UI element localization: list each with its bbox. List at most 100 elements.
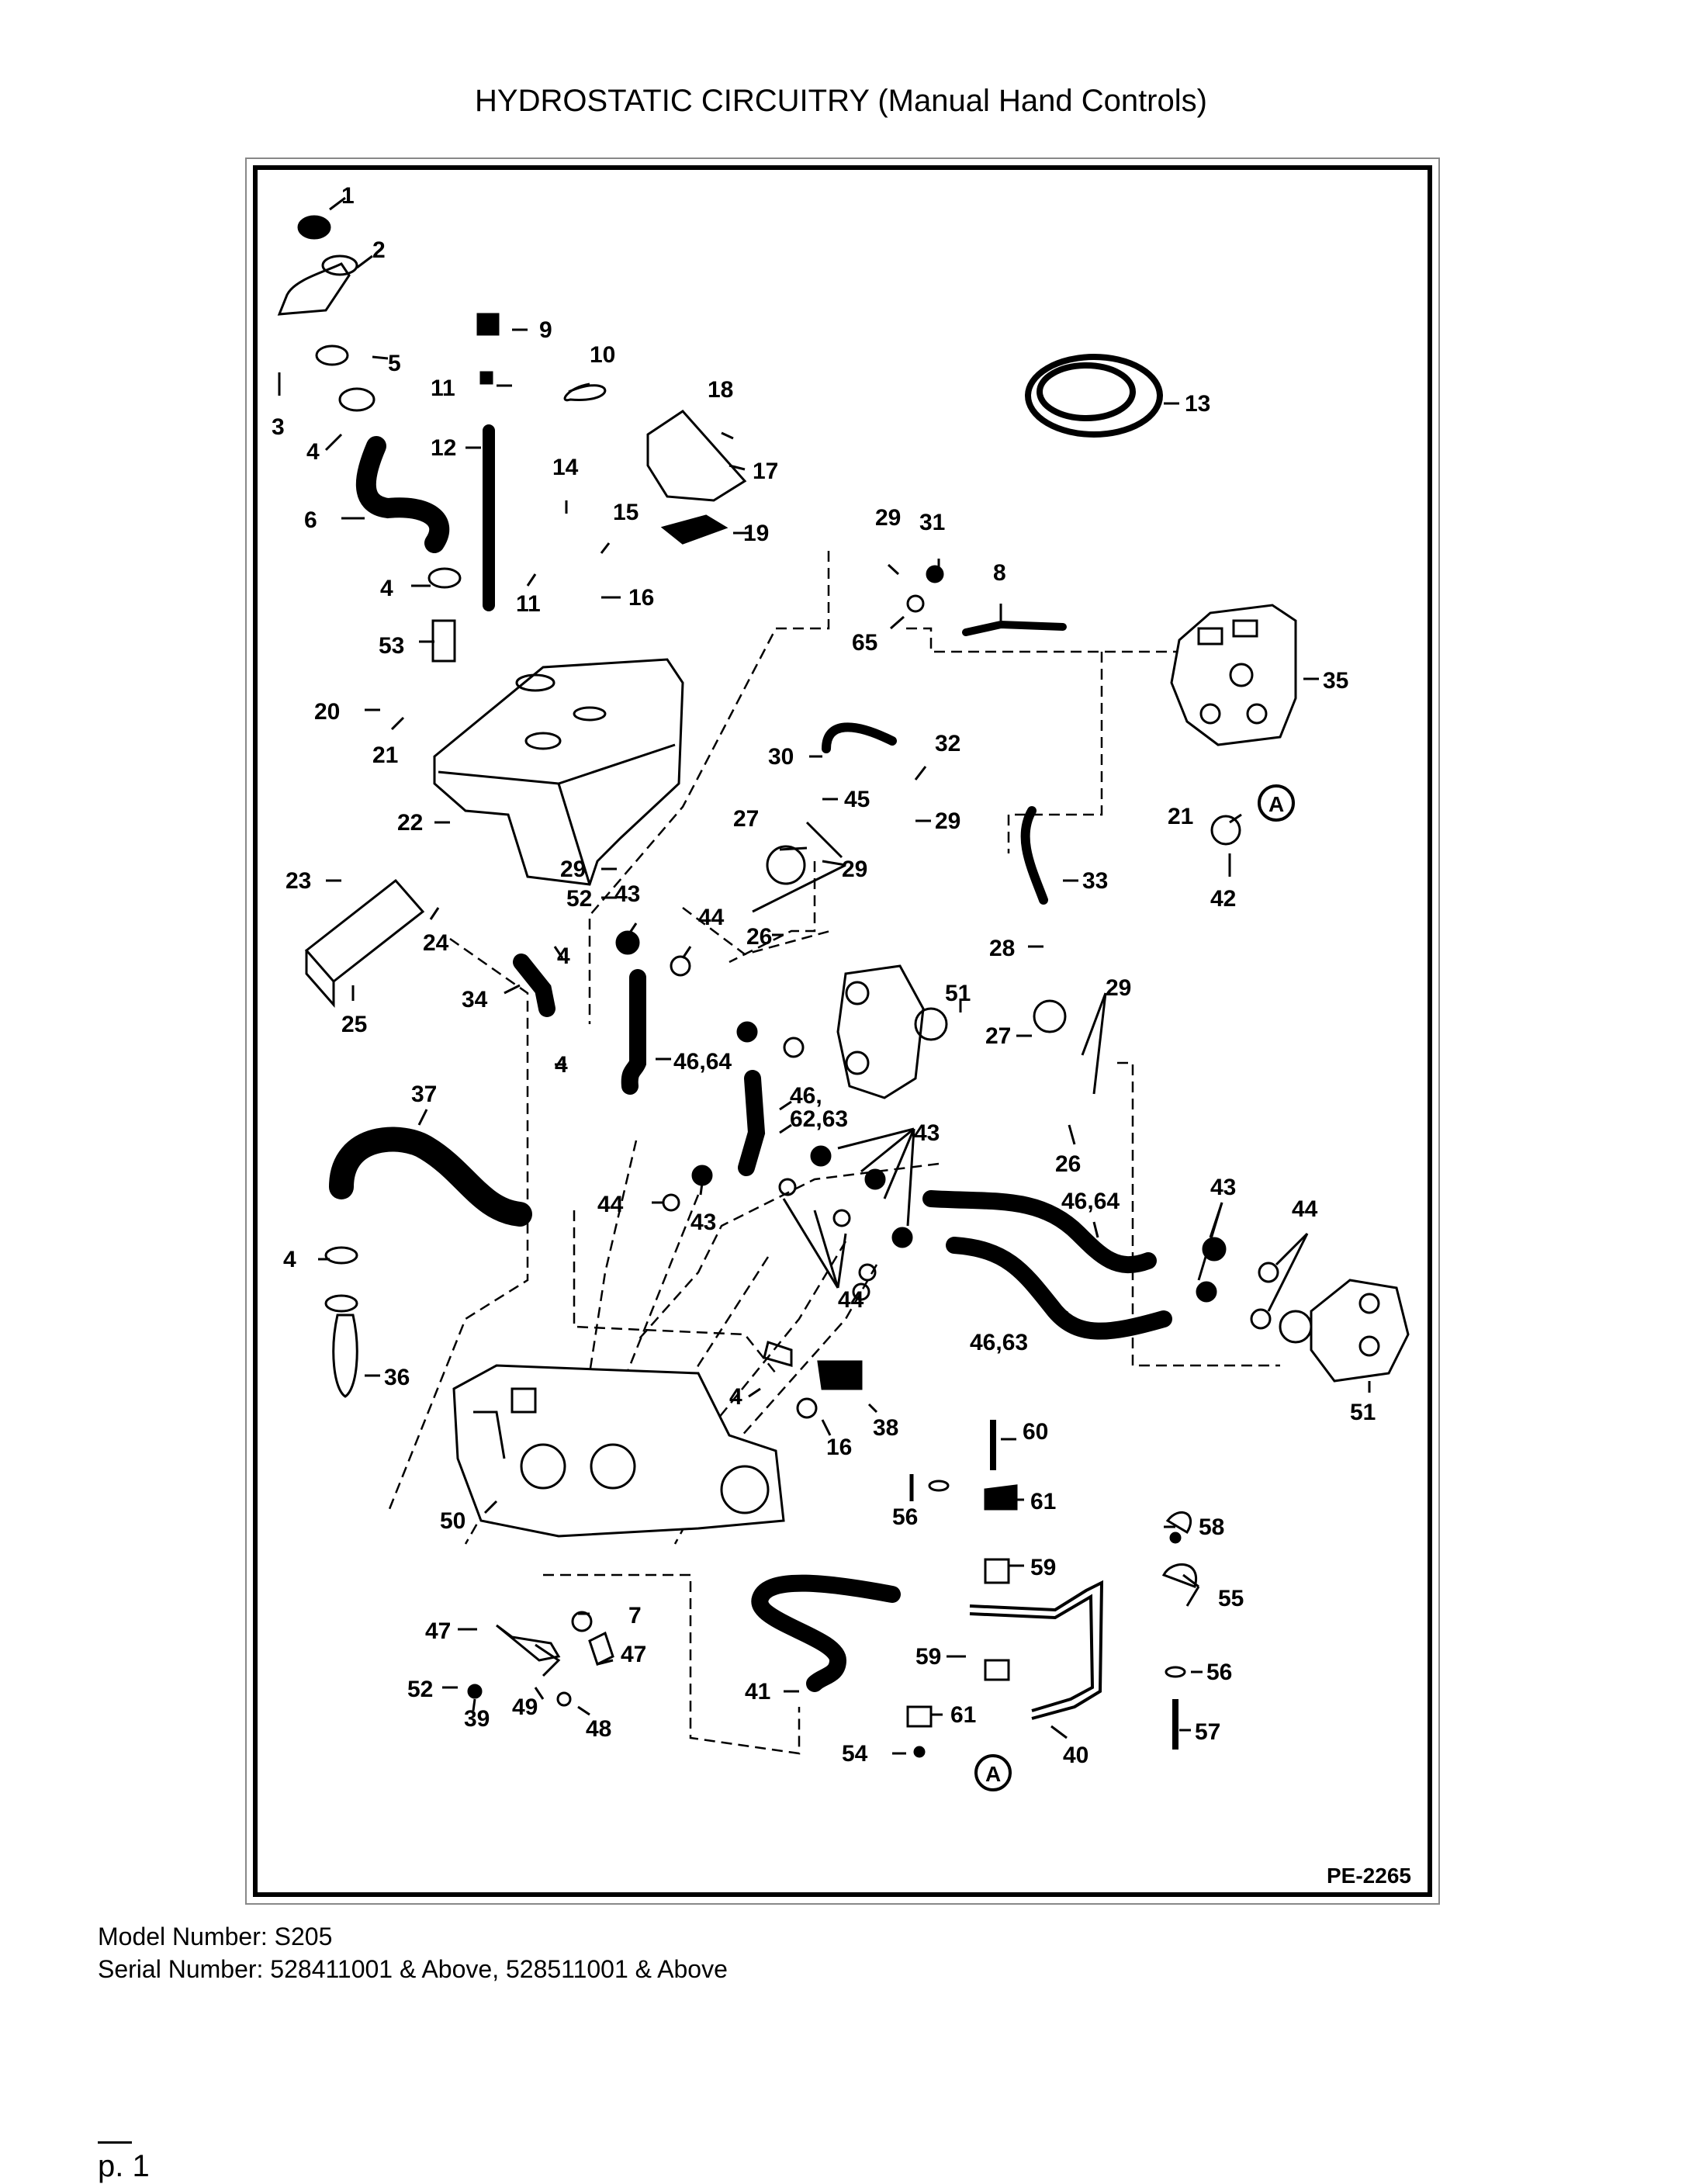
callout: 43 bbox=[1210, 1175, 1236, 1200]
callout: 29 bbox=[842, 857, 867, 882]
callout: 5 bbox=[388, 351, 401, 376]
hose-30 bbox=[822, 722, 897, 753]
callout: 22 bbox=[397, 810, 423, 836]
callout: 38 bbox=[873, 1415, 898, 1441]
callout: 54 bbox=[842, 1741, 868, 1767]
callout: 33 bbox=[1082, 868, 1108, 894]
leader-lines bbox=[278, 196, 1371, 1755]
callout: 32 bbox=[935, 731, 960, 756]
channel-bracket bbox=[304, 878, 425, 1008]
connection-a-label: A bbox=[985, 1762, 1001, 1786]
callout: 59 bbox=[915, 1644, 941, 1670]
callout: 4 bbox=[306, 439, 320, 465]
callout: 28 bbox=[989, 936, 1015, 961]
callout-labels: 1 2 3 4 5 6 4 53 9 10 11 12 11 14 15 16 … bbox=[272, 183, 1376, 1786]
hose-33 bbox=[1020, 806, 1048, 905]
callout: 35 bbox=[1323, 668, 1348, 694]
callout: 26 bbox=[1055, 1151, 1081, 1177]
callout: 56 bbox=[1206, 1660, 1232, 1685]
callout: 31 bbox=[919, 510, 945, 535]
callout: 44 bbox=[597, 1192, 624, 1217]
callout: 11 bbox=[516, 591, 541, 617]
callout: 4 bbox=[729, 1384, 742, 1410]
callout: 1 bbox=[341, 183, 355, 209]
callout: 16 bbox=[628, 585, 654, 611]
callout: 29 bbox=[560, 857, 586, 882]
dipstick bbox=[476, 313, 607, 611]
callout: 41 bbox=[745, 1679, 770, 1705]
callout: 18 bbox=[708, 377, 733, 403]
control-valve bbox=[1170, 604, 1297, 746]
callout: 3 bbox=[272, 414, 285, 440]
callout: 6 bbox=[304, 507, 317, 533]
callout: 36 bbox=[384, 1365, 410, 1390]
hose-46-63 bbox=[946, 1237, 1172, 1340]
callout: 24 bbox=[423, 930, 449, 956]
callout: 4 bbox=[380, 576, 393, 601]
callout: 48 bbox=[586, 1716, 611, 1742]
callout: 26 bbox=[746, 924, 772, 950]
callout: 27 bbox=[985, 1023, 1011, 1049]
serial-number: Serial Number: 528411001 & Above, 528511… bbox=[98, 1955, 728, 1983]
callout: 46,64 bbox=[673, 1049, 732, 1075]
page-divider bbox=[98, 2141, 132, 2144]
callout: 44 bbox=[838, 1287, 864, 1313]
connection-a-top bbox=[1258, 784, 1295, 822]
callout: 52 bbox=[566, 886, 592, 912]
callout: 17 bbox=[753, 459, 778, 484]
callout: 55 bbox=[1218, 1586, 1244, 1611]
drain-fitting bbox=[324, 1246, 358, 1398]
callout: 37 bbox=[411, 1082, 437, 1107]
callout: 53 bbox=[379, 633, 404, 659]
callout: 20 bbox=[314, 699, 340, 725]
callout: 43 bbox=[914, 1120, 940, 1146]
hose-41 bbox=[751, 1574, 901, 1692]
bracket bbox=[646, 410, 747, 545]
callout: 58 bbox=[1199, 1514, 1224, 1540]
callout: 29 bbox=[1106, 975, 1131, 1001]
diagram-frame bbox=[253, 165, 1432, 1897]
callout: 60 bbox=[1023, 1419, 1048, 1445]
callout: 25 bbox=[341, 1012, 367, 1037]
callout: 43 bbox=[690, 1210, 716, 1235]
page-title: HYDROSTATIC CIRCUITRY (Manual Hand Contr… bbox=[475, 84, 1207, 118]
callout: 2 bbox=[372, 237, 386, 263]
callout: 11 bbox=[431, 376, 455, 401]
callout: 62,63 bbox=[790, 1106, 848, 1132]
reservoir-tank bbox=[433, 658, 684, 886]
callout: 14 bbox=[552, 455, 579, 480]
callout: 15 bbox=[613, 500, 639, 525]
connection-a-bottom bbox=[974, 1754, 1012, 1791]
callout: 49 bbox=[512, 1694, 538, 1720]
callout: 51 bbox=[1350, 1400, 1376, 1425]
callout: 13 bbox=[1185, 391, 1210, 417]
callout: 47 bbox=[621, 1642, 646, 1667]
callout: 10 bbox=[590, 342, 615, 368]
callout: 8 bbox=[993, 560, 1006, 586]
hydrostatic-pump bbox=[452, 1364, 785, 1538]
callout: 46, bbox=[790, 1083, 822, 1109]
connection-a-label: A bbox=[1268, 792, 1284, 816]
callout: 40 bbox=[1063, 1743, 1088, 1768]
diagram-code: PE-2265 bbox=[1327, 1864, 1411, 1888]
callout: 21 bbox=[372, 742, 398, 768]
callout: 46,63 bbox=[970, 1330, 1028, 1355]
callout: 19 bbox=[743, 521, 769, 546]
callout: 57 bbox=[1195, 1719, 1220, 1745]
hose-46-64-left bbox=[621, 969, 646, 1095]
callout: 50 bbox=[440, 1508, 465, 1534]
callout: 52 bbox=[407, 1677, 433, 1702]
coiled-hose bbox=[1025, 354, 1163, 438]
page-number: p. 1 bbox=[98, 2149, 150, 2183]
callout: 46,64 bbox=[1061, 1189, 1120, 1214]
hose-34 bbox=[513, 954, 555, 1017]
callout: 29 bbox=[935, 808, 960, 834]
tube-40 bbox=[969, 1580, 1104, 1720]
callout: 44 bbox=[1292, 1196, 1318, 1222]
callout: 23 bbox=[286, 868, 311, 894]
hose-8 bbox=[962, 620, 1067, 636]
callout: 21 bbox=[1168, 804, 1193, 829]
hose-46-62-63 bbox=[738, 1070, 766, 1176]
model-number: Model Number: S205 bbox=[98, 1923, 333, 1950]
